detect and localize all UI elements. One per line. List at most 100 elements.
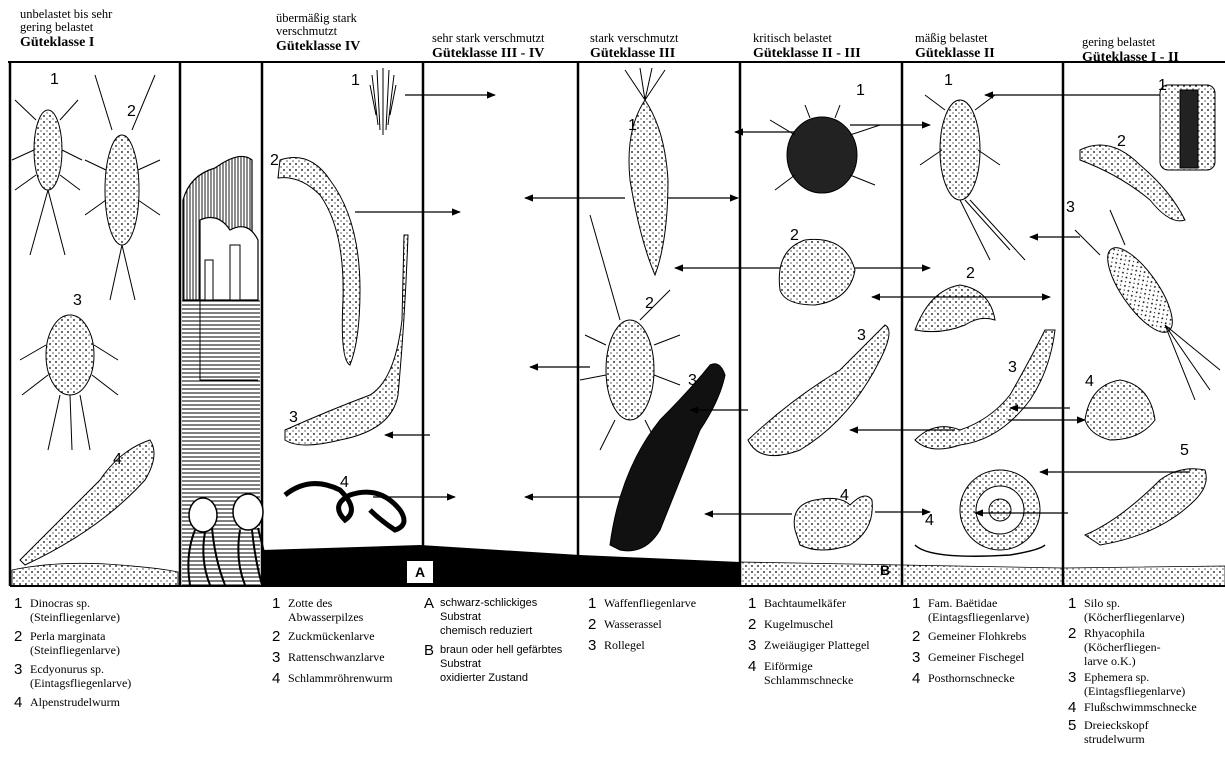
- legend-col1-item-3: 4Alpenstrudelwurm: [14, 695, 184, 711]
- legend-number: 1: [588, 596, 604, 612]
- dreieckskopf-icon: [1085, 469, 1206, 545]
- silo-icon: [1160, 85, 1215, 170]
- legend-label: Wasserassel: [604, 617, 662, 633]
- flussschwimmschnecke-icon: [1085, 380, 1155, 440]
- legend-label: Perla marginata (Steinfliegenlarve): [30, 629, 120, 657]
- legend-label: Rollegel: [604, 638, 645, 654]
- alpenstrudelwurm-icon: [20, 440, 154, 565]
- svg-text:2: 2: [270, 152, 279, 169]
- svg-text:4: 4: [840, 487, 849, 504]
- legend-number: 3: [912, 650, 928, 666]
- svg-text:3: 3: [289, 409, 298, 426]
- legend-label: Dreieckskopf strudelwurm: [1084, 718, 1149, 746]
- ecdyonurus-icon: [20, 315, 118, 450]
- legend-col7-item-4: 5Dreieckskopf strudelwurm: [1068, 718, 1225, 746]
- legend-number: 3: [14, 662, 30, 690]
- legend-number: 1: [1068, 596, 1084, 624]
- legend-number: 2: [748, 617, 764, 633]
- legend-label: Rhyacophila (Köcherfliegen- larve o.K.): [1084, 626, 1161, 668]
- sediment-gk1: [12, 563, 178, 586]
- legend-label: Flußschwimmschnecke: [1084, 700, 1197, 716]
- waffenfliegenlarve-tuft: [625, 68, 665, 100]
- legend-col4: 1Waffenfliegenlarve2Wasserassel3Rollegel: [588, 596, 738, 659]
- schlammschnecke-icon: [794, 496, 872, 550]
- ephemera-icon: [1075, 210, 1220, 400]
- legend-number: 3: [588, 638, 604, 654]
- legend-label: Fam. Baëtidae (Eintagsfliegenlarve): [928, 596, 1029, 624]
- legend-number: 2: [272, 629, 288, 645]
- factory-wall: [182, 300, 260, 585]
- legend-col2-item-1: 2Zuckmückenlarve: [272, 629, 422, 645]
- legend-col5-item-1: 2Kugelmuschel: [748, 617, 903, 633]
- legend-col1: 1Dinocras sp. (Steinfliegenlarve) 2Perla …: [14, 596, 184, 716]
- legend-number: 2: [1068, 626, 1084, 668]
- legend-col6: 1Fam. Baëtidae (Eintagsfliegenlarve)2Gem…: [912, 596, 1062, 692]
- legend-label: Rattenschwanzlarve: [288, 650, 385, 666]
- legend-col3-item-1: Bbraun oder hell gefärbtes Substrat oxid…: [424, 643, 584, 685]
- svg-text:4: 4: [340, 474, 349, 491]
- svg-text:1: 1: [628, 117, 637, 134]
- legend-col1-item-0: 1Dinocras sp. (Steinfliegenlarve): [14, 596, 184, 624]
- legend-label: Zuckmückenlarve: [288, 629, 375, 645]
- legend-label: Gemeiner Flohkrebs: [928, 629, 1026, 645]
- legend-number: 1: [14, 596, 30, 624]
- legend-number: 4: [272, 671, 288, 687]
- legend-number: 2: [588, 617, 604, 633]
- legend-label: braun oder hell gefärbtes Substrat oxidi…: [440, 643, 562, 685]
- legend-col2-item-3: 4Schlammröhrenwurm: [272, 671, 422, 687]
- legend-number: B: [424, 643, 440, 685]
- legend-number: 4: [14, 695, 30, 711]
- legend-label: Ephemera sp. (Eintagsfliegenlarve): [1084, 670, 1185, 698]
- marker-b: B: [880, 562, 890, 578]
- plattegel-icon: [748, 325, 889, 456]
- legend-label: Waffenfliegenlarve: [604, 596, 696, 612]
- legend-number: 1: [748, 596, 764, 612]
- legend-number: A: [424, 596, 440, 638]
- legend-label: Kugelmuschel: [764, 617, 833, 633]
- legend-number: 1: [912, 596, 928, 624]
- legend-label: Schlammröhrenwurm: [288, 671, 393, 687]
- svg-text:5: 5: [1180, 442, 1189, 459]
- legend-number: 3: [272, 650, 288, 666]
- svg-text:3: 3: [1008, 359, 1017, 376]
- svg-text:2: 2: [127, 103, 136, 120]
- svg-text:4: 4: [113, 451, 122, 468]
- abwasserpilz-icon: [370, 68, 396, 135]
- legend-label: Zweiäugiger Plattegel: [764, 638, 870, 654]
- svg-text:1: 1: [944, 72, 953, 89]
- legend-number: 3: [748, 638, 764, 654]
- column-dividers: [10, 62, 1063, 586]
- kugelmuschel-icon: [779, 239, 855, 305]
- svg-text:4: 4: [1085, 373, 1094, 390]
- bachtaumelkaefer-icon: [770, 105, 880, 193]
- svg-text:1: 1: [856, 82, 865, 99]
- legend-number: 1: [272, 596, 288, 624]
- svg-text:3: 3: [1066, 199, 1075, 216]
- legend-label: Eiförmige Schlammschnecke: [764, 659, 853, 687]
- svg-text:2: 2: [966, 265, 975, 282]
- legend-col1-item-2: 3Ecdyonurus sp. (Eintagsfliegenlarve): [14, 662, 184, 690]
- zuckmueckenlarve-icon: [278, 158, 360, 366]
- legend-label: Silo sp. (Köcherfliegenlarve): [1084, 596, 1185, 624]
- legend-col5-item-0: 1Bachtaumelkäfer: [748, 596, 903, 612]
- svg-text:2: 2: [1117, 133, 1126, 150]
- baetidae-icon: [920, 95, 1025, 260]
- legend-col6-item-3: 4Posthornschnecke: [912, 671, 1062, 687]
- marker-a: A: [406, 560, 434, 584]
- legend-number: 4: [748, 659, 764, 687]
- dinocras-icon: [12, 100, 82, 255]
- svg-text:1: 1: [50, 71, 59, 88]
- svg-text:1: 1: [351, 72, 360, 89]
